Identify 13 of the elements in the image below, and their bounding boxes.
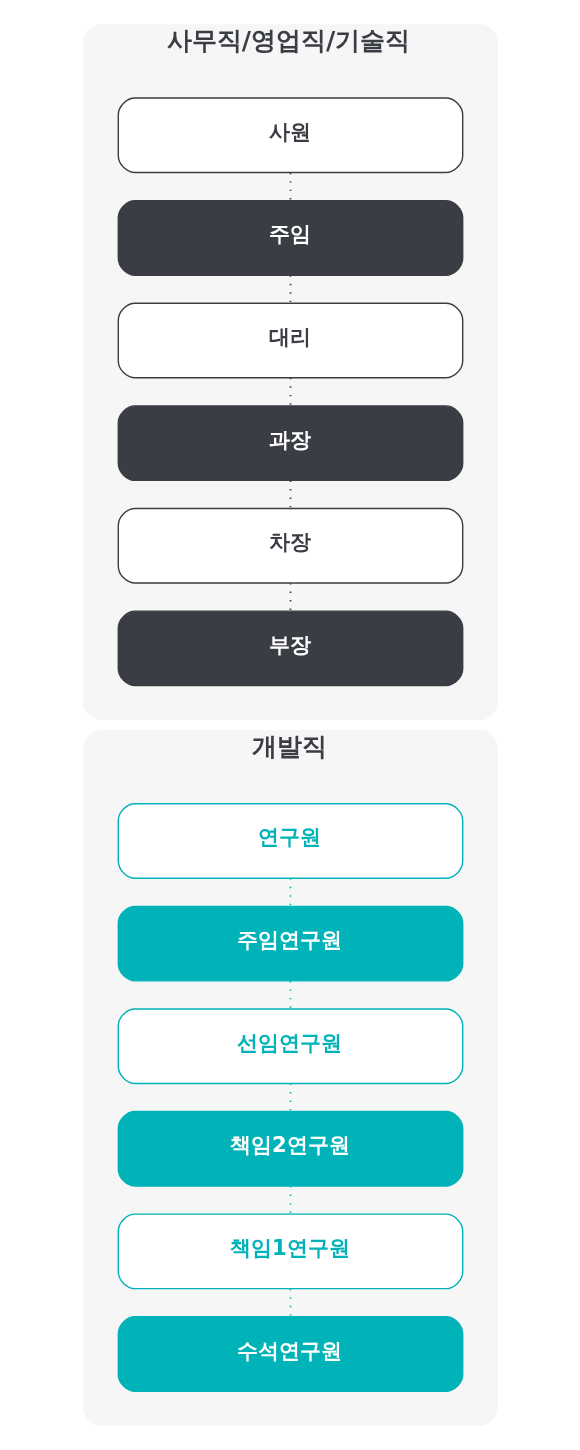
node-box: 차장	[117, 507, 463, 584]
node-box: 대리	[117, 302, 463, 379]
node-box: 책임1연구원	[117, 1213, 463, 1290]
node-box: 책임2연구원	[117, 1110, 463, 1187]
node-box: 부장	[117, 610, 463, 687]
node-box: 선임연구원	[117, 1008, 463, 1085]
node-box: 연구원	[117, 803, 463, 879]
node-box: 주임	[117, 200, 463, 276]
node-box: 수석연구원	[117, 1316, 463, 1392]
node-box: 주임연구원	[117, 905, 463, 982]
connector	[289, 1288, 291, 1318]
node-box: 과장	[117, 405, 463, 482]
node-box: 사원	[117, 97, 463, 174]
